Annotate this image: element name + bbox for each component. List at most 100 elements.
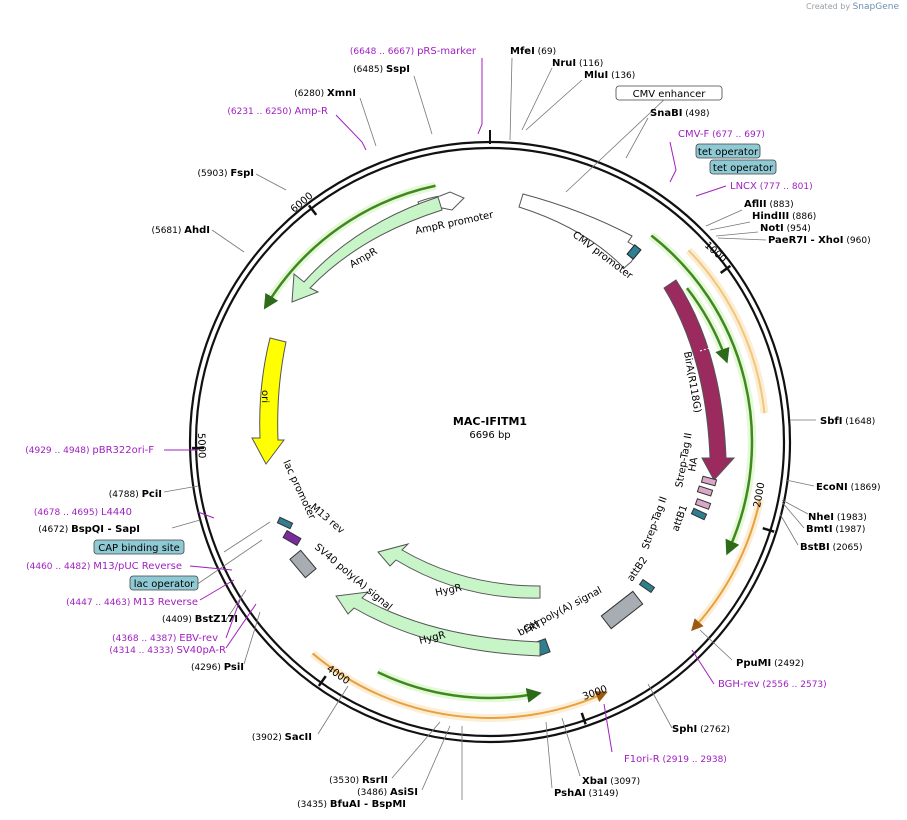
- orange-arc-lower-right[interactable]: [691, 499, 761, 632]
- site-pcii[interactable]: (4788) PciI: [109, 489, 162, 500]
- svg-text:(4296) PsiI: (4296) PsiI: [191, 662, 244, 673]
- site-ahdi[interactable]: (5681) AhdI: [151, 225, 210, 236]
- boxed-feature-cap-binding-site[interactable]: CAP binding site: [93, 539, 185, 555]
- green-arc-bottom[interactable]: [377, 670, 542, 703]
- watermark-created-by: Created by: [806, 2, 851, 11]
- site-pshai[interactable]: PshAI (3149): [554, 788, 618, 799]
- svg-text:SphI (2762): SphI (2762): [672, 724, 730, 735]
- site-noti[interactable]: NotI (954): [760, 223, 811, 234]
- site-econi[interactable]: EcoNI (1869): [816, 482, 881, 493]
- primer-l4440[interactable]: (4678 .. 4695) L4440: [34, 507, 132, 518]
- attb1-label: attB1: [670, 504, 690, 533]
- svg-text:PshAI (3149): PshAI (3149): [554, 788, 618, 799]
- site-bstbi[interactable]: BstBI (2065): [800, 542, 863, 553]
- bgh-polya-box[interactable]: [600, 590, 644, 630]
- lac-promoter-box[interactable]: [282, 529, 302, 547]
- primer-bgh-rev[interactable]: BGH-rev (2556 .. 2573): [718, 679, 827, 690]
- site-nrui[interactable]: NruI (116): [552, 58, 603, 69]
- site-aflii[interactable]: AflII (883): [744, 199, 794, 210]
- primer-lines: [164, 58, 727, 753]
- site-hindiii[interactable]: HindIII (886): [752, 211, 816, 222]
- boxed-feature-tet-operator[interactable]: tet operator: [695, 143, 761, 159]
- site-ppumi[interactable]: PpuMI (2492): [736, 658, 804, 669]
- site-rsrii[interactable]: (3530) RsrII: [329, 775, 388, 786]
- primer-m13-reverse[interactable]: (4447 .. 4463) M13 Reverse: [66, 597, 198, 608]
- site-mlui[interactable]: MluI (136): [584, 70, 635, 81]
- site-snabi[interactable]: SnaBI (498): [650, 108, 709, 119]
- strep-tag-1-box[interactable]: [700, 475, 718, 487]
- feature-arcs: [263, 181, 769, 722]
- m13-rev-box[interactable]: [276, 516, 294, 530]
- boxed-feature-lac-operator[interactable]: lac operator: [129, 575, 199, 591]
- primer-cmv-f[interactable]: CMV-F (677 .. 697): [678, 129, 765, 140]
- site-pos: (886): [789, 212, 816, 222]
- svg-text:(4672) BspQI - SapI: (4672) BspQI - SapI: [38, 524, 140, 535]
- hygr-arrow-2[interactable]: [335, 591, 541, 657]
- site-pos: (2762): [697, 725, 730, 735]
- site-sbfi[interactable]: SbfI (1648): [820, 416, 875, 427]
- primer-pos: (4678 .. 4695): [34, 508, 101, 518]
- site-pos: (2065): [830, 543, 863, 553]
- site-label: BmtI: [806, 524, 833, 535]
- primer-prs-marker[interactable]: (6648 .. 6667) pRS-marker: [350, 46, 477, 57]
- tick-label-4000: 4000: [324, 663, 351, 687]
- site-sspi[interactable]: (6485) SspI: [353, 64, 410, 75]
- site-nhei[interactable]: NheI (1983): [808, 512, 867, 523]
- boxed-feature-tet-operator[interactable]: tet operator: [709, 159, 777, 175]
- primer-pos: (2556 .. 2573): [760, 680, 827, 690]
- orange-arc-bottom[interactable]: [311, 652, 608, 719]
- primer-label: SV40pA-R: [177, 645, 226, 656]
- green-arc-ampr[interactable]: [263, 184, 436, 310]
- site-pos: (3486): [357, 788, 390, 798]
- site-paer7i[interactable]: PaeR7I - XhoI (960): [768, 235, 871, 246]
- strep-tag-2-box[interactable]: [694, 498, 712, 510]
- site-psii[interactable]: (4296) PsiI: [191, 662, 244, 673]
- site-fspi[interactable]: (5903) FspI: [198, 168, 254, 179]
- bira-arrow[interactable]: [663, 279, 736, 481]
- ha-box[interactable]: [696, 485, 714, 497]
- ampr-arrow[interactable]: [291, 196, 443, 303]
- primer-amp-r[interactable]: (6231 .. 6250) Amp-R: [227, 106, 328, 117]
- site-label: BfuAI: [330, 799, 361, 810]
- site-bstz17i[interactable]: (4409) BstZ17I: [162, 614, 238, 625]
- plasmid-name: MAC-IFITM1: [453, 415, 527, 428]
- site-label: NruI: [552, 58, 576, 69]
- site-asisi[interactable]: (3486) AsiSI: [357, 787, 418, 798]
- svg-text:EcoNI (1869): EcoNI (1869): [816, 482, 881, 493]
- hygr-arrow-1[interactable]: [377, 543, 541, 599]
- site-sphi[interactable]: SphI (2762): [672, 724, 730, 735]
- primer-f1ori-r[interactable]: F1ori-R (2919 .. 2938): [624, 754, 727, 765]
- boxed-feature-cmv-enhancer[interactable]: CMV enhancer: [615, 85, 723, 101]
- attb1-box[interactable]: [690, 507, 708, 521]
- site-sacii[interactable]: (3902) SacII: [252, 732, 312, 743]
- svg-text:(4314 .. 4333) SV40pA-R: (4314 .. 4333) SV40pA-R: [109, 645, 226, 656]
- site-xmni[interactable]: (6280) XmnI: [294, 88, 356, 99]
- green-arc-inner[interactable]: [686, 287, 730, 364]
- tick-mark-4000: [317, 675, 327, 687]
- primer-m13-puc-reverse[interactable]: (4460 .. 4482) M13/pUC Reverse: [26, 561, 182, 572]
- ori-arrow[interactable]: [251, 337, 287, 465]
- site-pos: (883): [767, 200, 794, 210]
- primer-sv40pa-r[interactable]: (4314 .. 4333) SV40pA-R: [109, 645, 226, 656]
- site-bfuai[interactable]: (3435) BfuAI - BspMI: [297, 799, 406, 810]
- site-pos: (6280): [294, 89, 327, 99]
- primer-ebv-rev[interactable]: (4368 .. 4387) EBV-rev: [112, 633, 218, 644]
- orange-arc-right[interactable]: [687, 249, 766, 414]
- sv40-polya-box[interactable]: [289, 549, 317, 579]
- cmv-small-box[interactable]: [626, 244, 642, 260]
- site-mfei[interactable]: MfeI (69): [510, 46, 556, 57]
- site-bmti[interactable]: BmtI (1987): [806, 524, 865, 535]
- green-arc-right[interactable]: [650, 234, 754, 556]
- primer-pbr322ori-f[interactable]: (4929 .. 4948) pBR322ori-F: [25, 445, 154, 456]
- site-xbai[interactable]: XbaI (3097): [582, 776, 640, 787]
- attb2-box[interactable]: [638, 578, 656, 594]
- primer-lncx[interactable]: LNCX (777 .. 801): [730, 181, 813, 192]
- site-bspqi[interactable]: (4672) BspQI - SapI: [38, 524, 140, 535]
- svg-text:BmtI (1987): BmtI (1987): [806, 524, 865, 535]
- cmv-promoter-arrow[interactable]: [518, 193, 641, 269]
- site-pos: (5903): [198, 169, 231, 179]
- svg-text:MluI (136): MluI (136): [584, 70, 635, 81]
- svg-text:NheI (1983): NheI (1983): [808, 512, 867, 523]
- tick-label-6000: 6000: [289, 191, 316, 216]
- tick-mark-2000: [762, 526, 775, 533]
